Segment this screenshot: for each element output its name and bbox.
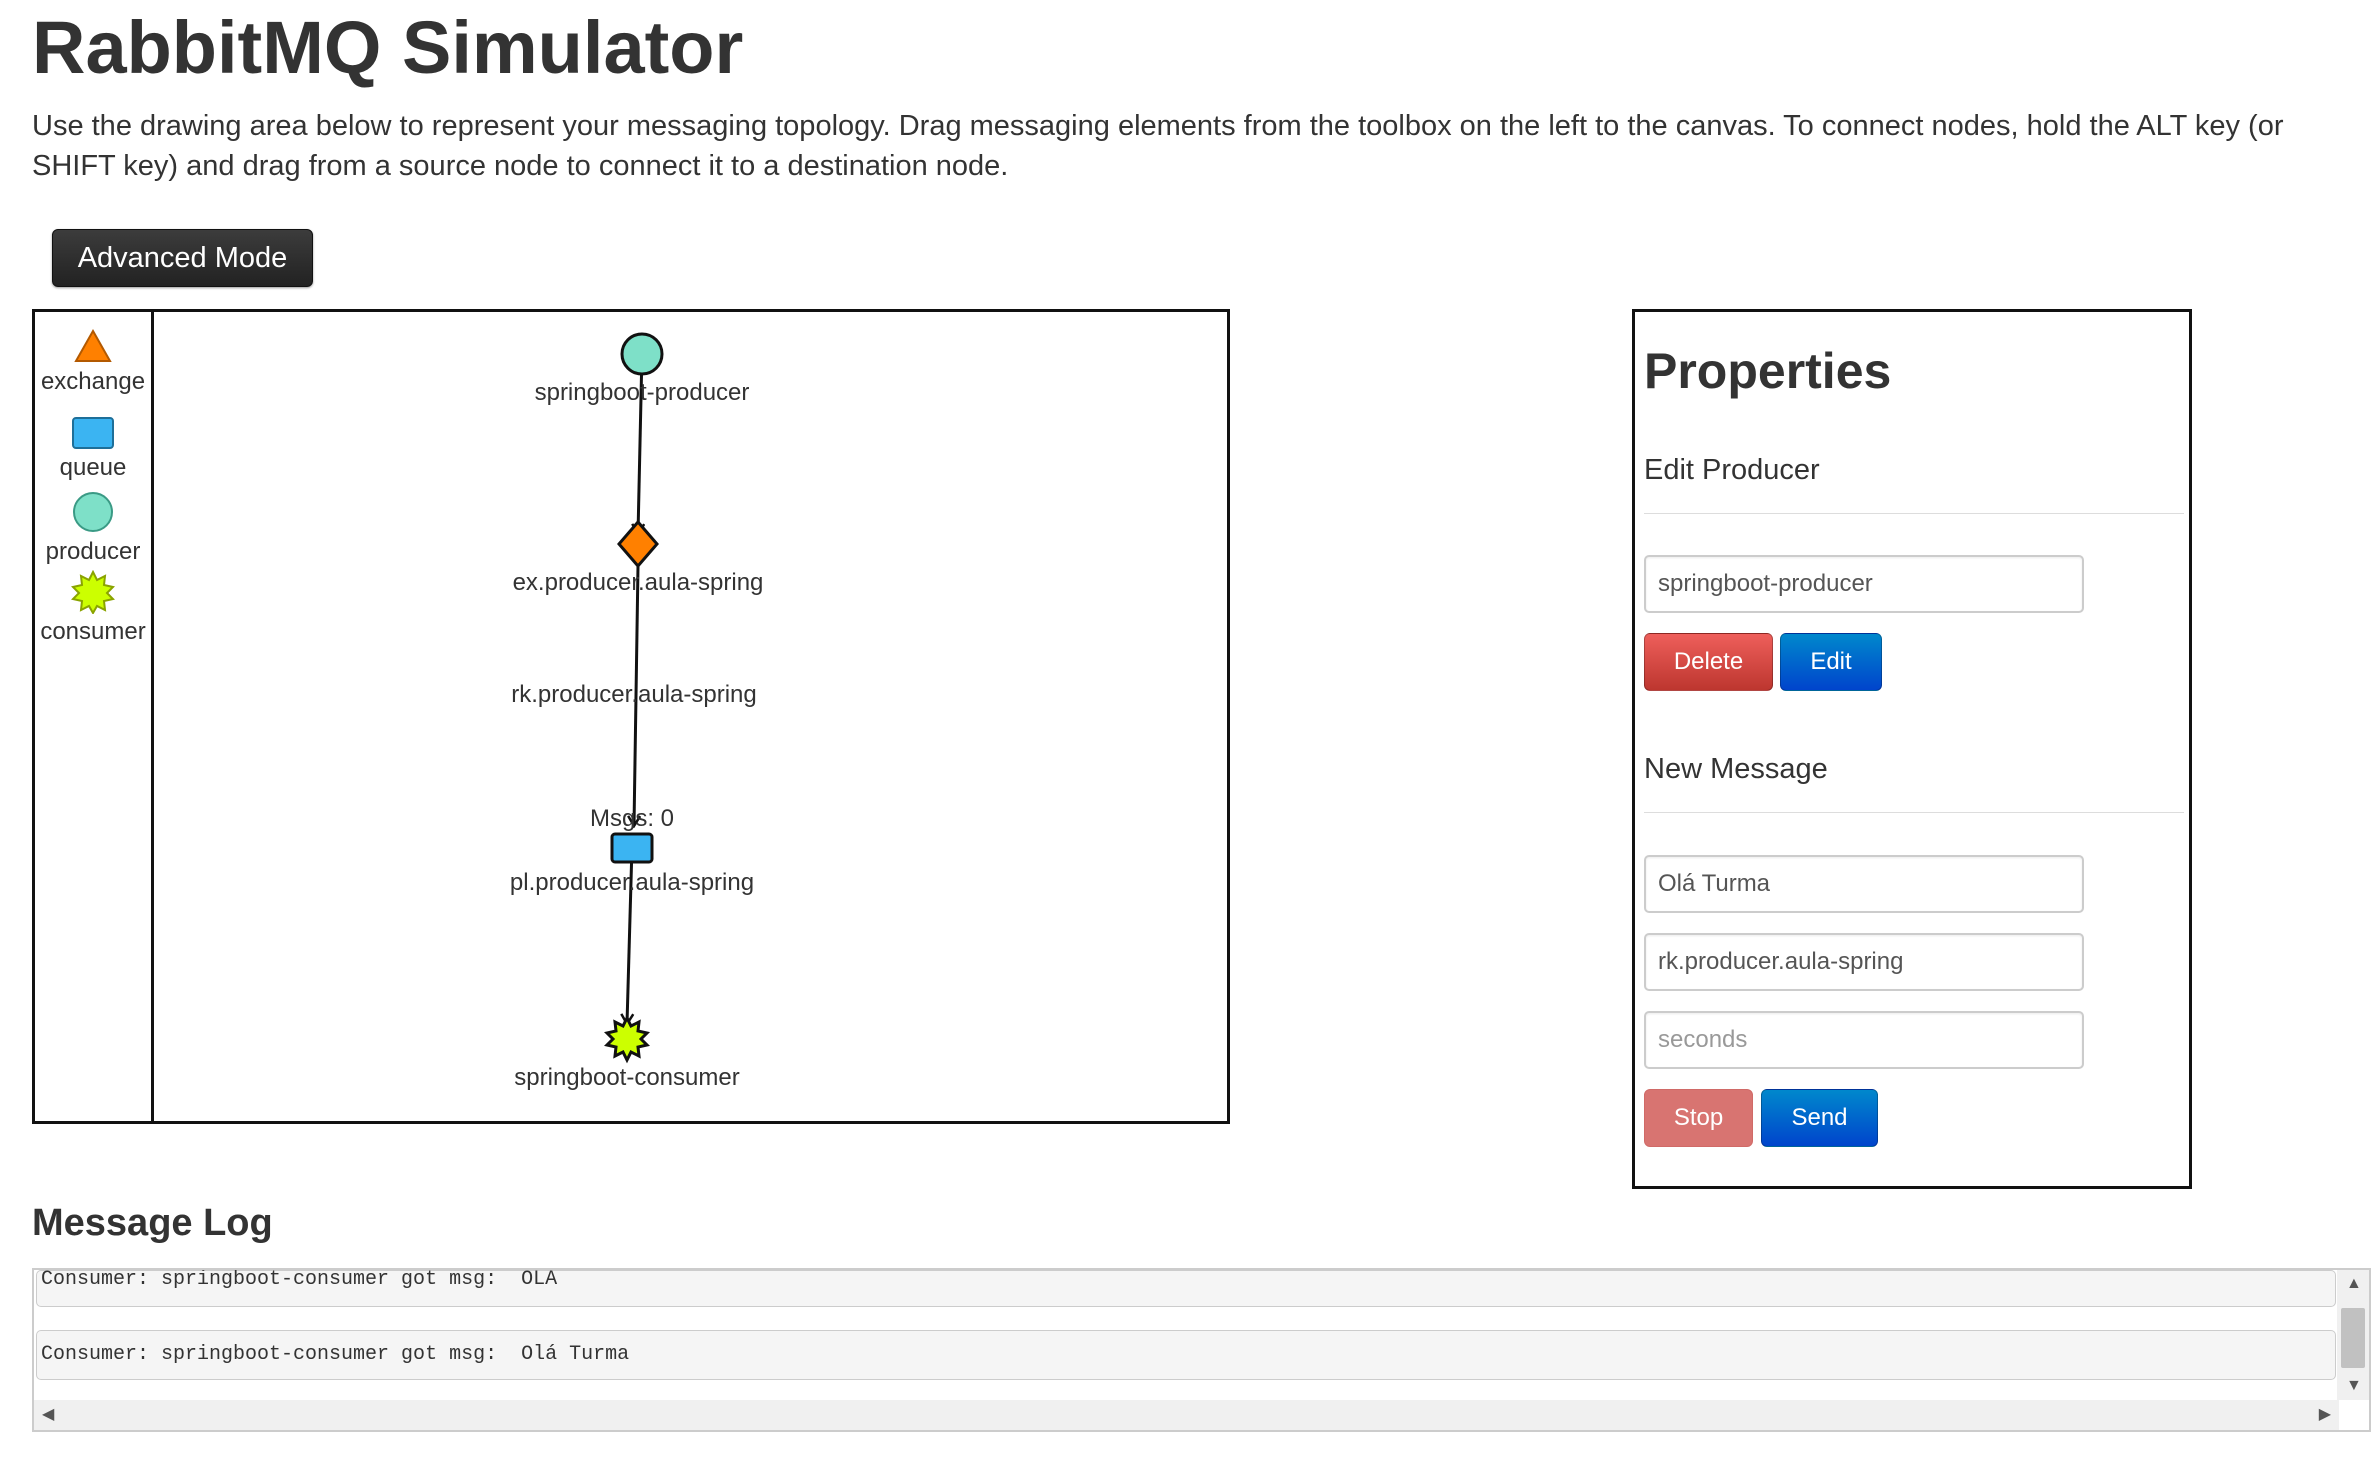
toolbox-item-consumer[interactable]: consumer	[35, 570, 151, 646]
producer-node[interactable]	[620, 332, 664, 376]
queue-node[interactable]	[610, 832, 654, 864]
exchange-node-label: ex.producer.aula-spring	[513, 569, 764, 596]
square-icon	[72, 417, 114, 449]
toolbox-item-exchange[interactable]: exchange	[35, 328, 151, 396]
toolbox-label: exchange	[40, 368, 146, 395]
message-body-input[interactable]	[1644, 855, 2084, 913]
advanced-mode-button[interactable]: Advanced Mode	[52, 229, 313, 287]
edit-button[interactable]: Edit	[1780, 633, 1882, 691]
stop-button[interactable]: Stop	[1644, 1089, 1753, 1147]
topology-editor: exchange queue producer consumer	[32, 309, 1230, 1124]
log-entry: Consumer: springboot-consumer got msg: O…	[36, 1270, 2336, 1307]
message-log-title: Message Log	[32, 1202, 273, 1244]
exchange-node[interactable]	[617, 519, 659, 569]
log-vertical-scrollbar[interactable]: ▲ ▼	[2337, 1270, 2369, 1400]
send-button[interactable]: Send	[1761, 1089, 1878, 1147]
log-entry: Consumer: springboot-consumer got msg: O…	[36, 1330, 2336, 1380]
routing-key-input[interactable]	[1644, 933, 2084, 991]
triangle-icon	[74, 328, 112, 362]
star-icon	[71, 570, 115, 614]
toolbox-label: producer	[45, 538, 141, 565]
properties-title: Properties	[1644, 343, 1892, 399]
consumer-node[interactable]	[604, 1014, 650, 1064]
circle-icon	[73, 492, 113, 532]
new-message-heading: New Message	[1644, 753, 1828, 785]
edge-producer-exchange[interactable]	[638, 351, 642, 534]
delete-button[interactable]: Delete	[1644, 633, 1773, 691]
topology-canvas[interactable]: springboot-producer ex.producer.aula-spr…	[154, 312, 1227, 1121]
scroll-right-icon[interactable]: ▶	[2318, 1406, 2331, 1423]
divider	[1644, 812, 2184, 813]
edit-producer-heading: Edit Producer	[1644, 454, 1820, 486]
scroll-left-icon[interactable]: ◀	[42, 1406, 55, 1423]
toolbox-label: queue	[59, 454, 127, 481]
scroll-thumb[interactable]	[2341, 1308, 2365, 1368]
intro-text: Use the drawing area below to represent …	[32, 110, 2284, 182]
log-horizontal-scrollbar[interactable]: ◀ ▶	[34, 1400, 2339, 1430]
queue-message-count: Msgs: 0	[590, 805, 674, 832]
consumer-node-label: springboot-consumer	[514, 1064, 739, 1091]
producer-node-label: springboot-producer	[535, 379, 750, 406]
properties-panel: Properties Edit Producer Delete Edit New…	[1632, 309, 2192, 1189]
toolbox-item-queue[interactable]: queue	[35, 416, 151, 482]
edge-exchange-queue[interactable]	[634, 565, 638, 826]
message-log[interactable]: Consumer: springboot-consumer got msg: O…	[32, 1268, 2371, 1432]
page-title: RabbitMQ Simulator	[32, 6, 744, 89]
divider	[1644, 513, 2184, 514]
edge-queue-consumer[interactable]	[627, 845, 632, 1024]
toolbox: exchange queue producer consumer	[35, 312, 154, 1121]
scroll-up-icon[interactable]: ▲	[2346, 1275, 2362, 1292]
toolbox-label: consumer	[40, 618, 146, 645]
toolbox-item-producer[interactable]: producer	[35, 490, 151, 566]
scroll-down-icon[interactable]: ▼	[2346, 1377, 2362, 1394]
interval-seconds-input[interactable]	[1644, 1011, 2084, 1069]
queue-node-label: pl.producer.aula-spring	[510, 869, 754, 896]
binding-routing-key-label: rk.producer.aula-spring	[511, 681, 756, 708]
producer-name-input[interactable]	[1644, 555, 2084, 613]
